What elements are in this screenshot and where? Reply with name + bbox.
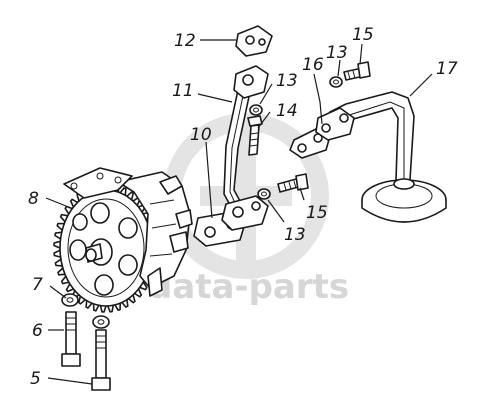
callout-13-upper: 13 (276, 71, 298, 91)
leader-lines (45, 39, 433, 385)
washer-bolt-5 (91, 315, 111, 391)
callout-15-lower: 15 (306, 203, 328, 223)
washer-13-upper (249, 104, 263, 116)
oil-intake-pipe (315, 91, 415, 181)
callout-13-upper-right: 13 (326, 43, 348, 63)
oil-strainer (361, 178, 447, 223)
callout-6: 6 (32, 321, 43, 341)
bolt-14 (247, 115, 263, 156)
callout-11: 11 (172, 81, 194, 101)
callout-10: 10 (190, 125, 212, 145)
washer-7 (61, 293, 79, 307)
bolt-15-upper (343, 61, 371, 81)
callout-labels: 12 15 16 13 17 11 13 14 10 8 15 13 7 6 5 (28, 25, 458, 389)
callout-14: 14 (276, 101, 298, 121)
callout-16: 16 (302, 55, 324, 75)
watermark-text: data-parts (148, 267, 349, 307)
callout-7: 7 (32, 275, 43, 295)
callout-8: 8 (28, 189, 39, 209)
oil-pump-assembly (53, 167, 193, 313)
callout-12: 12 (174, 31, 196, 51)
oil-pipe (221, 65, 269, 231)
callout-17: 17 (436, 59, 458, 79)
bolt-15-lower (277, 173, 309, 193)
callout-13-lower: 13 (284, 225, 306, 245)
callout-15-upper: 15 (352, 25, 374, 45)
gasket-12 (235, 25, 273, 57)
washer-13-lower (257, 188, 271, 200)
bolt-6 (61, 311, 81, 367)
callout-5: 5 (30, 369, 41, 389)
washer-13-upper-right (329, 76, 343, 88)
